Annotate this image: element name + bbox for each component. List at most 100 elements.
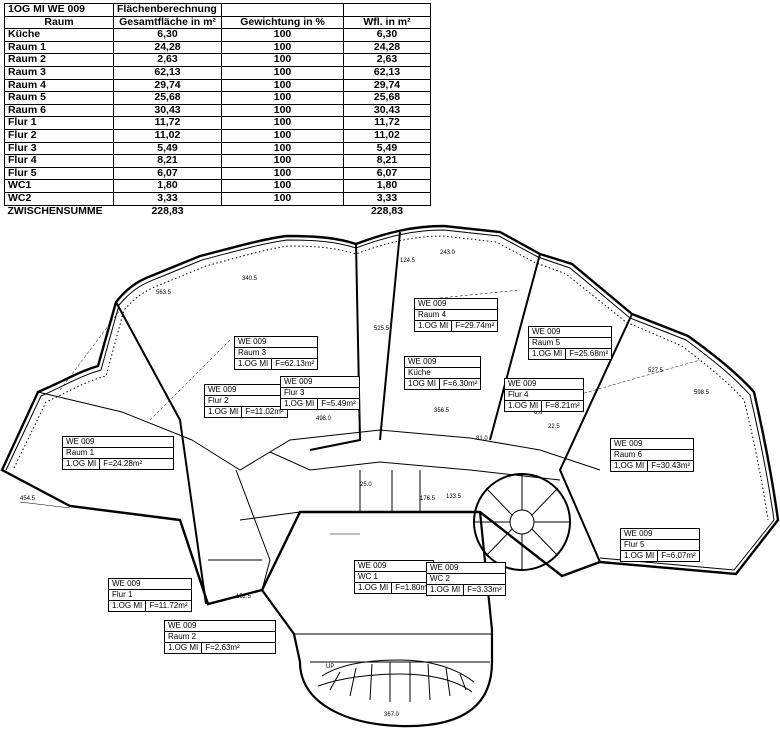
- room-label-floor: 1.OG MI: [358, 583, 389, 592]
- dimension-label: 498.0: [316, 416, 332, 422]
- room-label-unit: WE 009: [63, 437, 173, 448]
- room-label-name: Küche: [405, 368, 481, 379]
- dimension-label: 152.5: [236, 594, 252, 600]
- living-area-cell: 3,33: [343, 191, 431, 206]
- room-label-unit: WE 009: [235, 337, 318, 348]
- room-label-name: Flur 3: [281, 388, 359, 399]
- area-calculation-table: 1OG MI WE 009 Flächenberechnung Raum Ges…: [4, 3, 431, 217]
- room-label-name: Flur 4: [505, 390, 583, 401]
- room-label-floor: 1.OG MI: [508, 401, 539, 410]
- dimension-label: 176.5: [420, 496, 436, 502]
- room-label-area: F=11.02m²: [241, 407, 286, 417]
- room-label-unit: WE 009: [529, 327, 612, 338]
- room-label-floor: 1.OG MI: [624, 551, 655, 560]
- room-label-unit: WE 009: [505, 379, 583, 390]
- room-label-area: F=1.80m²: [391, 583, 432, 593]
- subtotal-living-area: 228,83: [370, 204, 404, 217]
- room-label-unit: WE 009: [611, 439, 694, 450]
- room-label-area: F=29.74m²: [451, 321, 497, 331]
- subtotal-label: ZWISCHENSUMME: [7, 204, 103, 217]
- dimension-label: 367.0: [384, 712, 400, 718]
- dimension-label: 243.0: [440, 250, 456, 256]
- room-label-name: Raum 2: [165, 632, 275, 643]
- room-label-area: F=2.63m²: [201, 643, 242, 653]
- room-label-name: WC 1: [355, 572, 433, 583]
- dimension-label: 563.5: [156, 290, 172, 296]
- room-label-unit: WE 009: [205, 385, 287, 396]
- dimension-annotations: 454.5563.5340.5124.5243.0525.5498.0356.5…: [20, 250, 710, 718]
- room-label-name: WC 2: [427, 574, 505, 585]
- room-label-area: F=6.07m²: [657, 551, 698, 561]
- room-label-area: F=3.33m²: [463, 585, 504, 595]
- dimension-label: 133.5: [446, 494, 462, 500]
- room-label-name: Raum 6: [611, 450, 694, 461]
- room-label-name: Raum 1: [63, 448, 173, 459]
- room-label-name: Flur 1: [109, 590, 191, 601]
- room-label-unit: WE 009: [281, 377, 359, 388]
- room-label-unit: WE 009: [415, 299, 498, 310]
- room-label-floor: 1.OG MI: [208, 407, 239, 416]
- room-label-unit: WE 009: [621, 529, 699, 540]
- room-label-floor: 1OG MI: [408, 379, 437, 388]
- room-label-floor: 1.OG MI: [284, 399, 315, 408]
- interior-wall: [115, 301, 207, 605]
- dimension-label: 525.5: [374, 326, 390, 332]
- room-label-name: Raum 4: [415, 310, 498, 321]
- dimension-label: 81.0: [476, 436, 488, 442]
- total-area-cell: 3,33: [113, 191, 222, 206]
- room-label-floor: 1.OG MI: [532, 349, 563, 358]
- outer-wall: [0, 224, 780, 606]
- room-label-unit: WE 009: [405, 357, 481, 368]
- lower-stair-tower: [261, 511, 494, 728]
- dimension-label: 22.5: [548, 424, 560, 430]
- dimension-label: 25.0: [360, 482, 372, 488]
- room-label-area: F=24.28m²: [99, 459, 145, 469]
- stair-up-label: UP: [326, 664, 334, 670]
- room-label-unit: WE 009: [355, 561, 433, 572]
- room-label-area: F=11.72m²: [145, 601, 190, 611]
- room-label-floor: 1.OG MI: [430, 585, 461, 594]
- room-label-floor: 1.OG MI: [168, 643, 199, 652]
- dimension-label: 6.0: [534, 410, 543, 416]
- room-label-name: Raum 3: [235, 348, 318, 359]
- subtotal-total-area: 228,83: [151, 204, 184, 217]
- room-label-area: F=6.30m²: [439, 379, 480, 389]
- room-label-area: F=5.49m²: [317, 399, 358, 409]
- room-label-floor: 1.OG MI: [112, 601, 143, 610]
- room-label-unit: WE 009: [109, 579, 191, 590]
